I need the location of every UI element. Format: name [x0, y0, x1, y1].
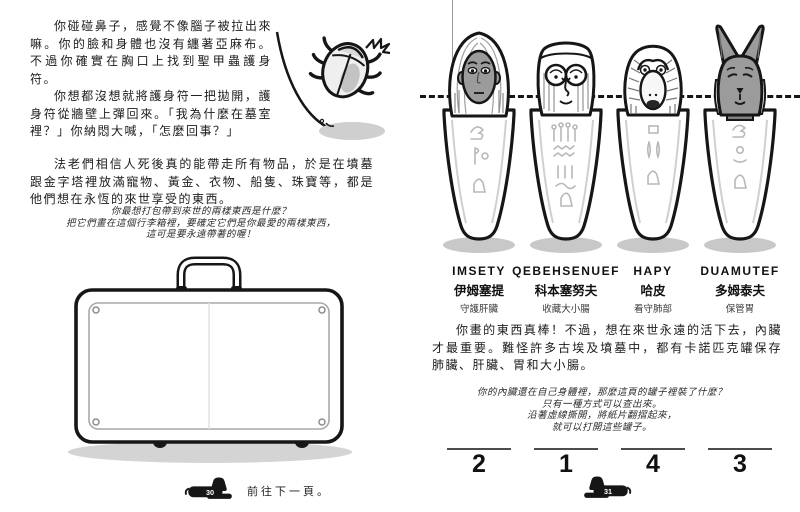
jar-name-en: HAPY	[633, 264, 673, 278]
note-line: 你的內臟還在自己身體裡，那麼這頁的罐子裡裝了什麼？	[476, 387, 727, 398]
sphinx-icon: 31	[584, 476, 632, 498]
baboon-head-icon	[623, 44, 683, 117]
falcon-head-icon	[536, 41, 596, 117]
jar-role: 守護肝臟	[459, 304, 498, 315]
jar-label-duamutef: DUAMUTEF 多姆泰夫 保管胃	[684, 264, 796, 315]
suitcase-icon	[68, 256, 352, 463]
jar-role: 收藏大小腸	[542, 304, 590, 315]
note-line: 沿著虛線撕開，將紙片翻摺起來，	[526, 410, 677, 421]
sphinx-page-marker-31: 31	[581, 475, 633, 502]
answer-number: 1	[559, 450, 573, 478]
human-head-icon	[448, 31, 510, 118]
hieroglyphs	[646, 125, 661, 185]
suitcase-drawing	[58, 250, 360, 466]
answer-line	[447, 448, 511, 450]
page-number: 31	[604, 487, 612, 496]
answer-number: 4	[646, 450, 660, 478]
left-page: 你碰碰鼻子，感覺不像腦子被拉出來嘛。你的臉和身體也沒有纏著亞麻布。不過你確實在胸…	[26, 18, 392, 503]
jar-name-en: IMSETY	[452, 264, 506, 278]
answer-blank-4: 3	[684, 448, 796, 478]
hieroglyphs	[551, 122, 578, 207]
right-text-block: 你畫的東西真棒！不過，想在來世永遠的活下去，內臟才最重要。難怪許多古埃及墳墓中，…	[432, 322, 782, 375]
note-line: 就可以打開這些罐子。	[551, 421, 652, 433]
left-text-full: 法老們相信人死後真的能帶走所有物品，於是在墳墓跟金字塔裡放滿寵物、黃金、衣物、船…	[30, 156, 374, 209]
vertical-cut-line	[452, 0, 453, 96]
canopic-jar-duamutef	[694, 18, 786, 258]
right-activity-note: 你的內臟還在自己身體裡，那麼這頁的罐子裡裝了什麼？ 只有一種方式可以查出來。 沿…	[422, 387, 782, 433]
hieroglyphs	[732, 124, 747, 189]
sphinx-icon: 30	[184, 477, 232, 499]
sphinx-page-marker-30: 30	[183, 476, 235, 503]
paragraph: 你想都沒想就將護身符一把拋開，護身符從牆壁上彈回來。「我為什麼在墓室裡？」你納悶…	[30, 89, 272, 138]
canopic-jar-imsety	[433, 18, 525, 258]
paragraph: 你畫的東西真棒！不過，想在來世永遠的活下去，內臟才最重要。難怪許多古埃及墳墓中，…	[432, 323, 782, 372]
paragraph: 法老們相信人死後真的能帶走所有物品，於是在墳墓跟金字塔裡放滿寵物、黃金、衣物、船…	[30, 157, 374, 206]
answer-number: 3	[733, 450, 747, 478]
note-line: 把它們畫在這個行李箱裡，要確定它們是你最愛的兩樣東西，	[65, 217, 336, 229]
jar-role: 保管胃	[725, 304, 755, 315]
jar-name-zh: 科本塞努夫	[534, 283, 598, 298]
hieroglyphs	[470, 126, 489, 193]
answer-blank-3: 4	[597, 448, 709, 478]
jar-name-zh: 多姆泰夫	[714, 283, 765, 298]
jar-label-imsety: IMSETY 伊姆塞提 守護肝臟	[423, 264, 535, 315]
jar-name-zh: 哈皮	[640, 283, 666, 298]
scarab-icon	[275, 31, 391, 140]
note-line: 你最想打包帶到來世的兩樣東西是什麼？	[110, 206, 291, 217]
jar-role: 看守肺部	[633, 304, 672, 315]
jar-name-zh: 伊姆塞提	[453, 283, 504, 298]
answer-line	[708, 448, 772, 450]
scarab-illustration	[272, 22, 392, 150]
answer-blank-2: 1	[510, 448, 622, 478]
tear-dashed-line	[420, 95, 800, 98]
answer-line	[534, 448, 598, 450]
note-line: 只有一種方式可以查出來。	[541, 398, 662, 410]
footer-next-page: 前往下一頁。	[247, 485, 331, 498]
answer-number: 2	[472, 450, 486, 478]
page-number: 30	[206, 488, 214, 497]
canopic-jar-hapy	[607, 18, 699, 258]
canopic-jar-qebehsenuef	[520, 18, 612, 258]
left-activity-note: 你最想打包帶到來世的兩樣東西是什麼？ 把它們畫在這個行李箱裡，要確定它們是你最愛…	[26, 206, 376, 241]
left-text-column: 你碰碰鼻子，感覺不像腦子被拉出來嘛。你的臉和身體也沒有纏著亞麻布。不過你確實在胸…	[30, 18, 272, 141]
paragraph: 你碰碰鼻子，感覺不像腦子被拉出來嘛。你的臉和身體也沒有纏著亞麻布。不過你確實在胸…	[30, 19, 272, 86]
jar-label-hapy: HAPY 哈皮 看守肺部	[597, 264, 709, 315]
jar-label-qebehsenuef: QEBEHSENUEF 科本塞努夫 收藏大小腸	[510, 264, 622, 315]
jar-name-en: QEBEHSENUEF	[512, 264, 620, 278]
note-line: 這可是要永遠帶著的喔！	[145, 229, 256, 240]
jar-name-en: DUAMUTEF	[700, 264, 780, 278]
answer-blank-1: 2	[423, 448, 535, 478]
answer-line	[621, 448, 685, 450]
right-page: IMSETY 伊姆塞提 守護肝臟 QEBEHSENUEF 科本塞努夫 收藏大小腸…	[400, 0, 800, 512]
jackal-head-icon	[713, 24, 767, 121]
